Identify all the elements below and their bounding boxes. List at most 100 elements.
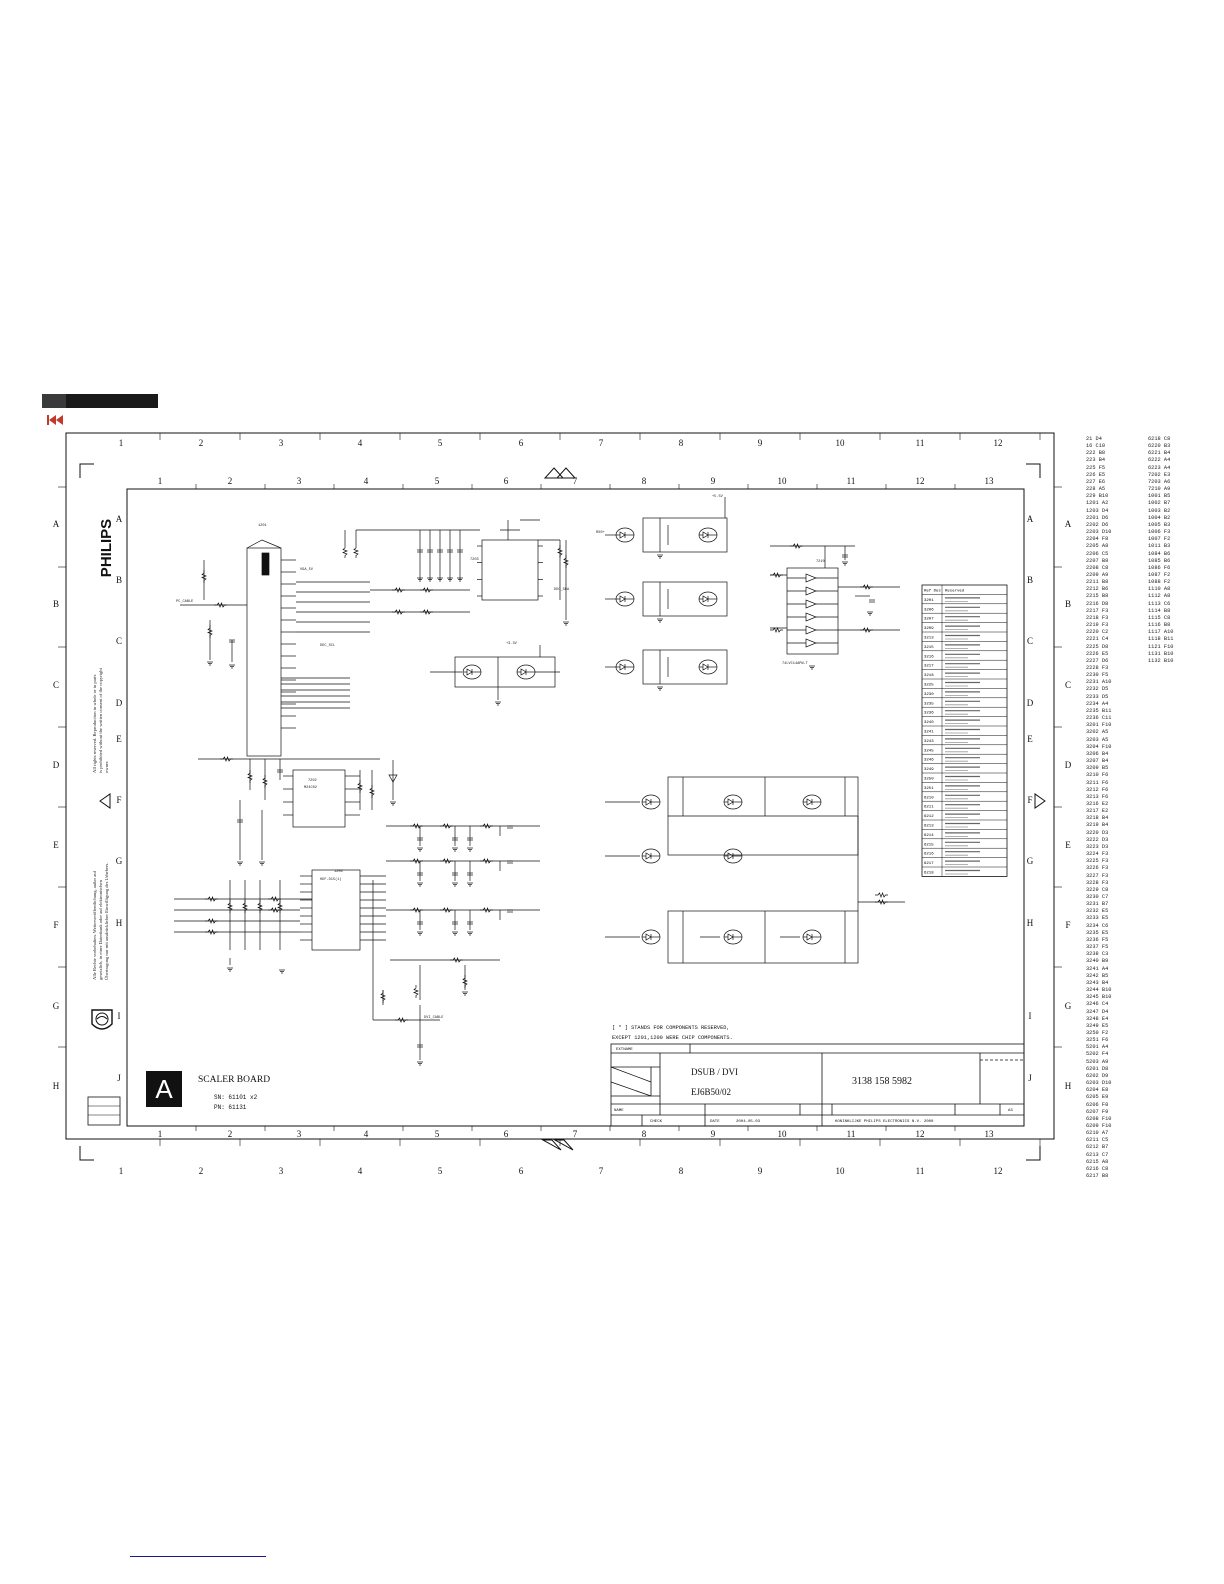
reference-entry: 6202 D9: [1086, 1072, 1109, 1079]
inner-col-label-top: 2: [228, 476, 233, 486]
row-label-left: D: [53, 760, 60, 770]
label-net-5v: +5.5V: [712, 495, 724, 499]
philips-shield-icon: [91, 1009, 113, 1030]
reference-entry: 2221 C4: [1086, 636, 1109, 643]
reference-entry: 2209 A9: [1086, 571, 1109, 578]
copyright-line-6: Übertragung nur mit ausdrücklicher Einwi…: [104, 863, 109, 981]
reference-entry: 3220 D3: [1086, 829, 1109, 836]
reference-entry: 6216 C8: [1086, 1165, 1109, 1172]
board-pn: PN: 61131: [214, 1104, 247, 1111]
reference-entry: 5201 A4: [1086, 1044, 1109, 1051]
reference-entry: 3246 C4: [1086, 1001, 1109, 1008]
title-model: EJ6B50/02: [691, 1087, 731, 1097]
col-label-top: 5: [438, 438, 443, 448]
table-ref: 3213: [924, 637, 934, 641]
reference-entry: 1088 F2: [1148, 579, 1171, 586]
reference-entry: 3210 F6: [1086, 772, 1109, 779]
bottom-link-underline[interactable]: [130, 1556, 266, 1557]
inner-col-label-top: 5: [435, 476, 440, 486]
label-scl: DDC_SCL: [320, 644, 335, 648]
reference-entry: 2226 E5: [1086, 650, 1109, 657]
inner-col-label-top: 1: [158, 476, 163, 486]
label-ic-7202-part: M24C02: [304, 786, 317, 790]
reference-entry: 7203 A6: [1148, 478, 1171, 485]
reference-entry: 6220 B3: [1148, 443, 1171, 450]
title-check-label: CHECK: [650, 1120, 663, 1124]
table-ref: 3251: [924, 787, 934, 791]
inner-col-label-bottom: 9: [711, 1129, 716, 1139]
reference-entry: 3227 F3: [1086, 872, 1109, 879]
col-label-top: 7: [599, 438, 604, 448]
inner-row-label-left: C: [116, 636, 122, 646]
table-ref: 3209: [924, 627, 934, 631]
reference-entry: 1003 B2: [1148, 507, 1171, 514]
reference-entry: 3202 A5: [1086, 729, 1109, 736]
reference-entry: 3243 B4: [1086, 979, 1109, 986]
copyright-line-4: Alle Rechte vorbehalten. Weiterveröffent…: [92, 871, 98, 980]
reference-entry: 229 B10: [1086, 493, 1109, 500]
label-ic-7210-part: 74LVC14APW-T: [782, 662, 809, 666]
copyright-block: All rights reserved. Reproduction in who…: [92, 667, 109, 980]
label-ic-7202: 7202: [308, 779, 317, 783]
reference-entry: 1112 A8: [1148, 593, 1171, 600]
reference-entry: 2235 B11: [1086, 707, 1112, 714]
reference-entry: 6211 C5: [1086, 1137, 1109, 1144]
reference-entry: 2202 D6: [1086, 521, 1109, 528]
title-extname-label: EXTNAME: [616, 1048, 633, 1052]
inner-col-label-bottom: 5: [435, 1129, 440, 1139]
title-name-label: NAME: [614, 1109, 624, 1113]
reference-entry: 3230 C7: [1086, 894, 1109, 900]
row-label-right: B: [1065, 599, 1071, 609]
reference-entry: 1001 B5: [1148, 493, 1171, 500]
table-ref: 3201: [924, 599, 934, 603]
reference-entry: 2215 B8: [1086, 593, 1109, 600]
table-ref: 3241: [924, 731, 934, 735]
reference-entry: 3213 F6: [1086, 793, 1109, 800]
reference-entry: 21 D4: [1086, 436, 1102, 442]
inner-col-label-bottom: 7: [573, 1129, 578, 1139]
reference-entry: 3250 F2: [1086, 1029, 1109, 1036]
label-pc-cable: PC_CABLE: [176, 600, 193, 604]
inner-row-label-left: A: [116, 514, 123, 524]
inner-col-label-bottom: 8: [642, 1129, 647, 1139]
reference-entry: 2228 F3: [1086, 665, 1109, 671]
table-ref: 6217: [924, 862, 934, 866]
inner-row-label-right: H: [1027, 918, 1034, 928]
back-button[interactable]: [46, 414, 64, 426]
row-label-right: D: [1065, 760, 1072, 770]
table-header-reserved: Reserved: [945, 589, 965, 594]
inner-row-label-right: C: [1027, 636, 1033, 646]
brand-name: PHILIPS: [98, 519, 115, 577]
reference-entry: 3242 B5: [1086, 972, 1109, 979]
label-sda: DDC_SDA: [554, 588, 570, 592]
col-label-bottom: 11: [916, 1166, 925, 1176]
reference-entry: 3211 F6: [1086, 779, 1109, 786]
col-label-bottom: 9: [758, 1166, 763, 1176]
reference-entry: 2212 B6: [1086, 586, 1109, 593]
reference-entry: 3245 B10: [1086, 994, 1112, 1001]
inner-col-label-bottom: 10: [778, 1129, 788, 1139]
reference-entry: 6212 B7: [1086, 1144, 1109, 1151]
table-ref: 3250: [924, 778, 934, 782]
table-ref: 3216: [924, 655, 934, 659]
inner-col-label-top: 12: [916, 476, 925, 486]
reference-entry: 3233 E5: [1086, 915, 1109, 922]
title-date-label: DATE: [710, 1120, 720, 1124]
title-block: [610, 1043, 1025, 1127]
inner-col-label-bottom: 12: [916, 1129, 925, 1139]
row-label-left: F: [53, 920, 58, 930]
reference-entry: 3234 C6: [1086, 922, 1109, 929]
reference-entry: 3229 C8: [1086, 886, 1109, 893]
reference-entry: 3206 B4: [1086, 750, 1109, 757]
reference-entry: 2207 B8: [1086, 557, 1109, 564]
reference-entry: 1203 D4: [1086, 507, 1109, 514]
reference-entry: 1005 B3: [1148, 521, 1171, 528]
row-label-left: H: [53, 1081, 60, 1091]
row-label-right: F: [1065, 920, 1070, 930]
table-ref: 3218: [924, 674, 934, 678]
grid-ticks: [58, 433, 1062, 1146]
inner-col-label-top: 7: [573, 476, 578, 486]
reference-entry: 2231 A10: [1086, 679, 1112, 686]
reference-entry: 3237 F5: [1086, 944, 1109, 951]
